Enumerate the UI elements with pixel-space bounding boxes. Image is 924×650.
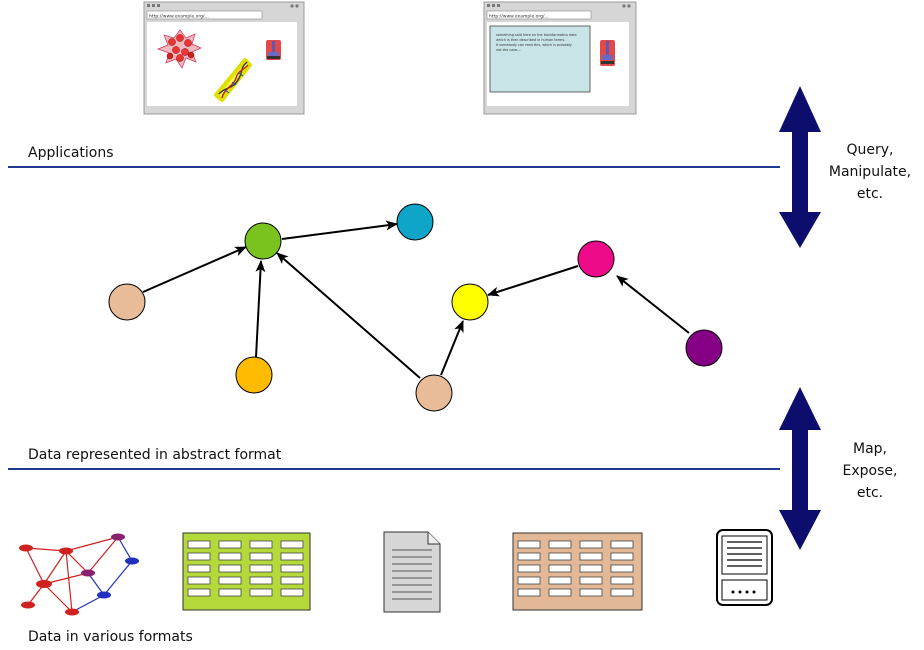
table-cell [187,540,211,549]
query-manipulate-label: Query, Manipulate, etc. [820,139,920,205]
browser-window-left: http://www.example.org/... [143,1,305,115]
table-cell [249,540,273,549]
table-cell [548,576,572,585]
table-cell [610,576,634,585]
table-cell [579,576,603,585]
table-cell [249,576,273,585]
table-cell [218,588,242,597]
table-cell [280,564,304,573]
edge-tan-green [142,246,247,293]
table-cell [280,576,304,585]
node-magenta [577,240,615,278]
node-green [244,222,282,260]
browser-right-url: http://www.example.org/... [489,14,549,20]
map-label-line-3: etc. [856,485,884,501]
edge-purple-magenta [616,275,690,334]
table-cell [218,564,242,573]
panel-text-line-1: something said here on the bioinformatic… [496,33,577,37]
table-cell [610,540,634,549]
table-cell [280,540,304,549]
graph-edges [142,220,690,379]
table-cell [579,540,603,549]
panel-text-line-3: If somebody can read this, which is prob… [496,43,572,47]
table-cell [579,588,603,597]
microscope-icon [600,40,615,66]
table-cell [517,552,541,561]
table-cell [187,588,211,597]
table-cell [517,576,541,585]
document-icon [383,531,441,613]
table-cell [548,564,572,573]
table-tan-icon [512,532,643,611]
graph-nodes [108,203,723,412]
table-cell [280,552,304,561]
node-orange [235,356,273,394]
dna-helix-icon [214,58,252,102]
table-cell [218,552,242,561]
panel-text-line-2: which is then described in human terms. [496,38,565,42]
abstract-format-label: Data represented in abstract format [28,447,282,463]
node-yellow [451,283,489,321]
graph-network-icon [19,533,139,616]
edge-green-blue [281,220,398,240]
table-green-icon [182,532,311,611]
table-cell [517,588,541,597]
node-tan-center [415,374,453,412]
table-cell [280,588,304,597]
table-cell [517,564,541,573]
table-cell [218,540,242,549]
node-tan-left [108,283,146,321]
server-icon [716,529,773,606]
table-cell [579,552,603,561]
edge-magenta-yellow [487,265,579,297]
microscope-icon [266,40,281,60]
node-blue [396,203,434,241]
query-label-line-1: Query, [846,142,894,158]
table-cell [187,552,211,561]
table-cell [548,540,572,549]
double-arrow-top [779,86,821,248]
query-label-line-3: etc. [856,186,884,202]
table-cell [548,552,572,561]
table-cell [187,564,211,573]
table-cell [548,588,572,597]
map-label-line-1: Map, [853,441,887,457]
edge-tan2-yellow [440,320,464,376]
browser-left-url: http://www.example.org/... [149,14,209,20]
query-label-line-2: Manipulate, [828,164,912,180]
table-cell [610,588,634,597]
various-formats-label: Data in various formats [28,629,193,645]
molecule-cluster-icon [157,29,202,69]
edge-tan2-green [276,252,421,379]
table-cell [187,576,211,585]
table-cell [249,588,273,597]
table-cell [610,552,634,561]
applications-label: Applications [28,145,114,161]
double-arrow-bottom [779,387,821,550]
table-cell [249,564,273,573]
table-cell [610,564,634,573]
edge-orange-green [255,260,266,358]
browser-window-right: http://www.example.org/... something sai… [483,1,637,115]
panel-text-line-4: not the case.... [496,48,521,52]
table-cell [579,564,603,573]
map-label-line-2: Expose, [842,463,898,479]
table-cell [218,576,242,585]
table-cell [249,552,273,561]
map-expose-label: Map, Expose, etc. [820,438,920,504]
node-purple [685,329,723,367]
table-cell [517,540,541,549]
text-panel [489,25,591,93]
